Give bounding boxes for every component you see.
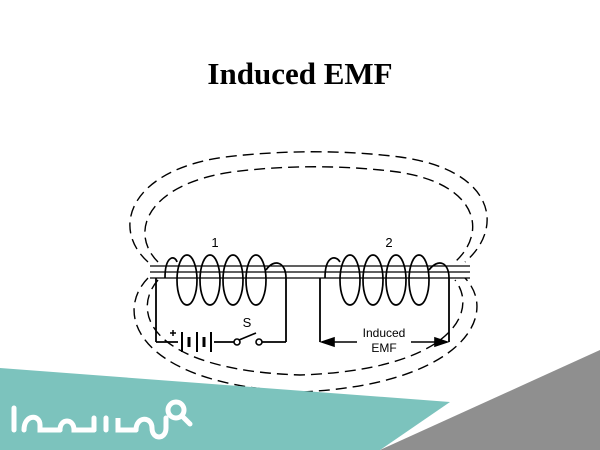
- brand-logo: [11, 399, 193, 440]
- emf-label-line1: Induced: [363, 326, 406, 340]
- secondary-circuit: [319, 278, 450, 342]
- field-line-outer: [129, 151, 488, 263]
- emf-label-line2: EMF: [371, 341, 396, 355]
- footer-teal-band: [0, 368, 450, 450]
- magnetic-field-lines: [129, 151, 488, 393]
- field-line-inner: [144, 166, 474, 263]
- emf-arrows: [319, 336, 450, 348]
- slide-title: Induced EMF: [207, 56, 393, 91]
- footer-gray-band: [380, 350, 600, 450]
- field-line-lower-inner: [146, 279, 464, 376]
- coil-2: [324, 254, 450, 306]
- primary-circuit: [155, 278, 287, 343]
- coil-1: [164, 254, 287, 306]
- coil-1-label: 1: [211, 235, 218, 250]
- switch-label: S: [243, 315, 252, 330]
- switch-symbol: [233, 332, 263, 346]
- battery-symbol: [170, 330, 212, 352]
- coil-2-label: 2: [385, 235, 392, 250]
- field-line-lower-outer: [133, 277, 478, 393]
- core-flux-lines: [150, 265, 470, 279]
